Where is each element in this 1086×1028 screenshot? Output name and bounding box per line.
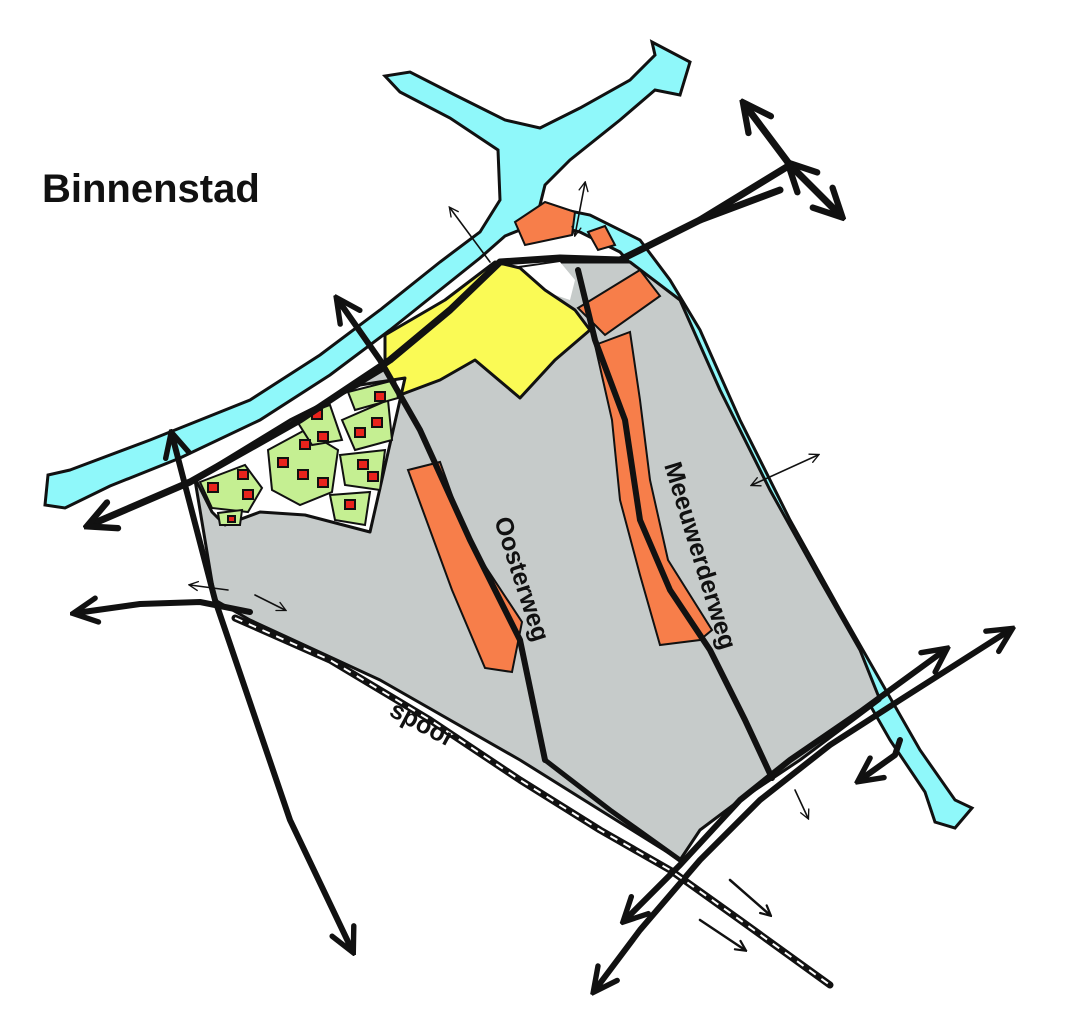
arrow-south-east [794,789,808,818]
map-title: Binnenstad [42,167,260,211]
road-northeast-arrow [790,165,840,215]
road-southwest-arrow [76,602,253,613]
arrow-southwest-2 [254,594,285,610]
arrow-east-canal [752,455,818,485]
arrow-south-1 [728,878,770,915]
railway-spoor [231,614,834,989]
road-east-branch [860,737,903,780]
green-plots [198,378,400,527]
canal-system [43,39,975,830]
canal-northwest [43,39,975,830]
arrow-north-junction [575,183,585,235]
orange-block-junction [576,268,662,337]
arrow-north-west [450,208,491,263]
road-connector-south [542,757,683,863]
road-oosterweg [338,300,548,763]
arrow-south-2 [698,918,745,950]
road-west-north-south [172,435,352,950]
road-network [76,105,1010,990]
orange-block-north-2 [586,224,617,252]
connection-arrows [190,183,818,950]
orange-strip-oosterweg [406,460,524,674]
arrow-southwest-1 [190,585,229,590]
